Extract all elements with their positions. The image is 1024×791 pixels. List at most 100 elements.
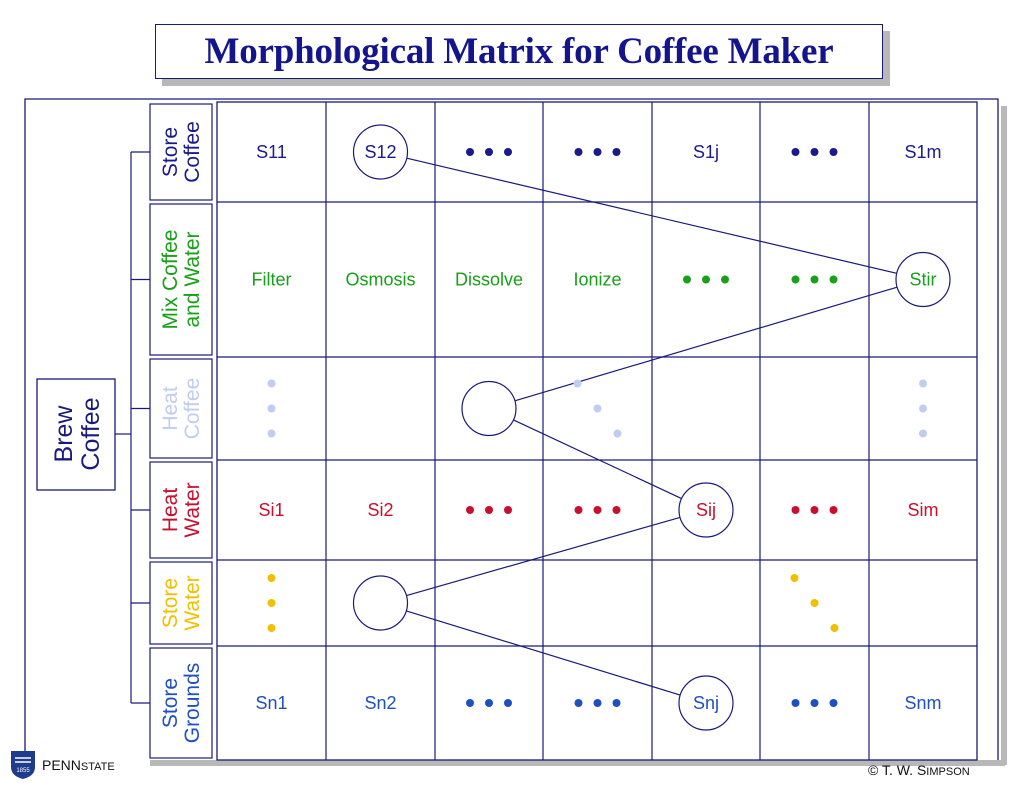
solution-cell-text: Sim [908,500,939,520]
ellipsis-dot [810,506,819,514]
function-label-line: Heat [159,488,182,533]
solution-cell-text: Sij [696,500,716,520]
logo-text-small: STATE [80,761,115,773]
solution-cell-text: Sn2 [364,693,396,713]
ellipsis-dot [791,699,800,707]
solution-cell-text: Snm [904,693,941,713]
function-label-line: Grounds [181,663,204,744]
selected-concept-circle [895,251,951,308]
solution-cell-text: Si2 [367,500,393,520]
solution-cell-text: S11 [256,142,287,162]
function-label-line: Heat [159,386,182,431]
ellipsis-dot [504,148,512,156]
page-title: Morphological Matrix for Coffee Maker [204,31,834,72]
function-label: HeatWater [159,482,204,537]
ellipsis-dot [593,699,602,707]
solution-cell-text: Filter [252,270,292,290]
solution-cell-text: S1m [904,142,941,162]
concept-path-line [406,516,681,597]
frame-shadow-bottom [150,760,1005,766]
function-label-line: Water [181,482,204,537]
pennstate-logo: 1855 PENNSTATE [10,750,115,780]
solution-cell-text: Dissolve [455,270,523,290]
ellipsis-dot [267,429,276,438]
solution-cell-text: Si1 [258,500,284,520]
function-label-box [149,461,213,559]
function-label: HeatCoffee [159,378,204,440]
ellipsis-dot [485,699,493,707]
ellipsis-dot [267,404,276,413]
outer-frame [24,98,999,762]
ellipsis-dot [574,699,583,707]
logo-year: 1855 [16,768,30,774]
ellipsis-dot [485,506,493,514]
concept-path-line [513,419,682,500]
root-function-line: Coffee [77,397,105,470]
ellipsis-dot [810,148,819,156]
ellipsis-dot [267,624,276,632]
function-label-line: Store [159,678,182,728]
solution-cell-text: Osmosis [345,270,415,290]
solution-cell-text: Sn1 [255,693,287,713]
selected-concept-circle [352,124,409,180]
function-label-box [149,358,213,459]
title-box: Morphological Matrix for Coffee Maker [155,24,883,79]
selected-concept-circle [678,675,734,731]
ellipsis-dot [613,429,622,438]
root-function-box [36,378,116,491]
ellipsis-dot [721,275,729,284]
ellipsis-dot [791,506,800,514]
ellipsis-dot [573,379,582,388]
selected-concept-circle [352,575,409,631]
matrix-border [216,101,978,761]
function-label: StoreGrounds [159,663,204,744]
ellipsis-dot [267,599,276,607]
root-function-line: Brew [50,405,78,463]
function-label-box [149,561,213,645]
ellipsis-dot [829,699,838,707]
frame-shadow-right [1001,106,1007,765]
pennstate-logo-text: PENNSTATE [42,757,115,773]
ellipsis-dot [466,148,474,156]
ellipsis-dot [267,379,276,388]
concept-path-line [406,157,897,274]
function-label-line: Store [159,127,182,177]
solution-cell-text: S1j [693,142,719,162]
pennstate-shield-icon: 1855 [11,751,35,779]
solution-cell-text: S12 [364,142,396,162]
selected-concept-circle [461,380,517,437]
ellipsis-dot [791,148,800,156]
ellipsis-dot [466,506,474,514]
ellipsis-dot [829,275,838,284]
ellipsis-dot [612,148,621,156]
function-label-line: Store [159,578,182,628]
concept-path-line [406,610,681,696]
ellipsis-dot [919,404,927,413]
function-label: Mix Coffeeand Water [159,230,204,330]
solution-cell-text: Ionize [573,270,621,290]
ellipsis-dot [829,148,838,156]
ellipsis-dot [810,275,819,284]
ellipsis-dot [791,275,800,284]
credit-small: IMPSON [926,766,970,778]
ellipsis-dot [466,699,474,707]
function-label: StoreCoffee [159,121,204,183]
function-label-line: Mix Coffee [159,230,182,330]
root-function-label: BrewCoffee [50,397,105,470]
ellipsis-dot [830,624,839,632]
function-label-line: Coffee [181,378,204,440]
ellipsis-dot [574,148,583,156]
ellipsis-dot [593,506,602,514]
ellipsis-dot [612,506,621,514]
ellipsis-dot [593,148,602,156]
ellipsis-dot [593,404,602,413]
ellipsis-dot [267,574,276,582]
ellipsis-dot [810,599,819,607]
function-label-box [149,103,213,201]
ellipsis-dot [702,275,710,284]
ellipsis-dot [790,574,799,582]
ellipsis-dot [919,429,927,438]
ellipsis-dot [504,506,512,514]
logo-text-main: PENN [42,757,81,773]
